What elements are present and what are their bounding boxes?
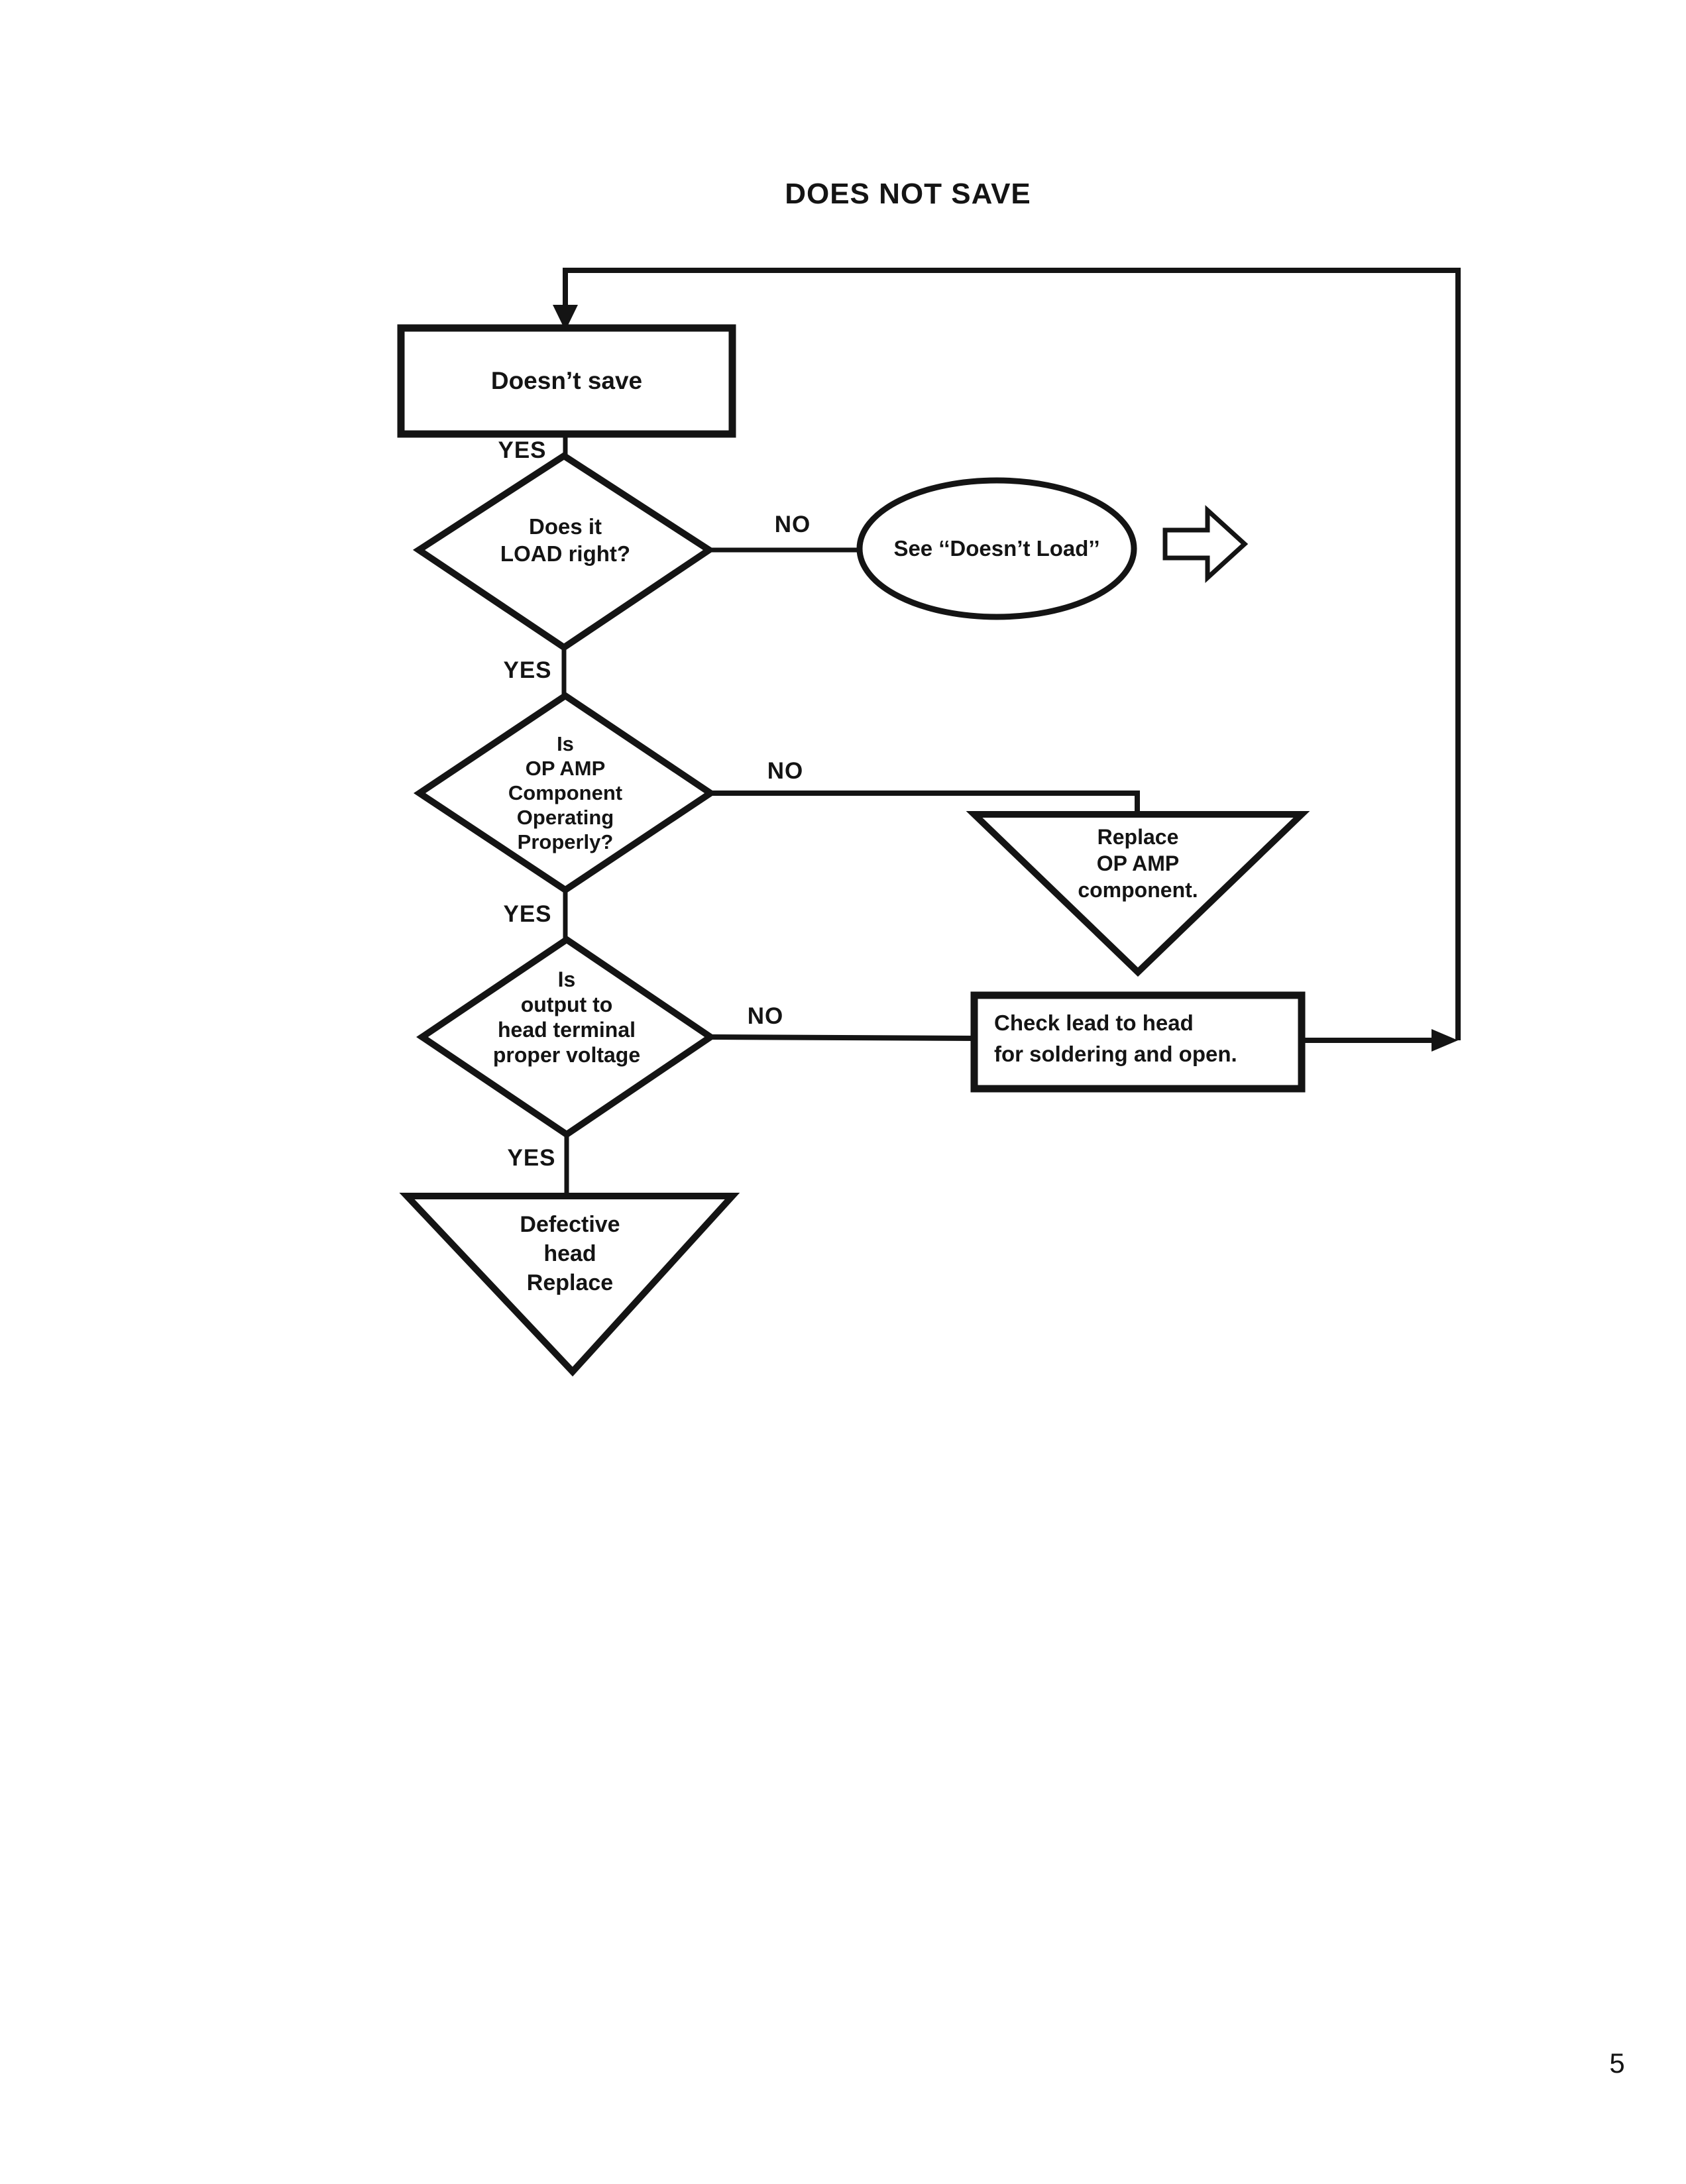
action-replace-head-shape — [399, 1193, 740, 1377]
branch-label-yes-3: YES — [503, 901, 552, 927]
ref-doesnt-load-label: See ‘‘Doesn’t Load’’ — [893, 536, 1100, 561]
start-node-label: Doesn’t save — [490, 367, 643, 394]
ref-doesnt-load-shape — [856, 477, 1137, 620]
no-line-3 — [710, 1034, 975, 1041]
branch-label-yes-4: YES — [507, 1145, 556, 1171]
feedback-loop-line — [563, 268, 1461, 1040]
branch-label-yes-1: YES — [498, 437, 547, 463]
no-line-2 — [710, 791, 1140, 814]
page-number: 5 — [1609, 2048, 1625, 2079]
branch-label-no-2: NO — [767, 758, 804, 784]
decision-voltage-label: Is output to head terminal proper voltag… — [492, 967, 641, 1067]
arrowhead-down-icon — [553, 305, 578, 331]
action-replace-head-label: Defective head Replace — [520, 1212, 620, 1295]
action-replace-opamp-shape — [966, 811, 1310, 977]
decision-opamp-label: Is OP AMP Component Operating Properly? — [508, 732, 623, 853]
decision-load-label: Does it LOAD right? — [500, 514, 631, 566]
forward-arrow-icon — [1162, 505, 1249, 583]
branch-label-no-3: NO — [747, 1003, 784, 1029]
action-check-lead-label: Check lead to head for soldering and ope… — [994, 1010, 1237, 1066]
action-replace-opamp-label: Replace OP AMP component. — [1078, 825, 1198, 902]
action-check-lead-shape — [970, 991, 1306, 1093]
branch-label-yes-2: YES — [503, 657, 552, 683]
branch-label-no-1: NO — [774, 512, 811, 537]
page-title: DOES NOT SAVE — [785, 178, 1031, 210]
arrowhead-right-icon — [1432, 1029, 1458, 1052]
